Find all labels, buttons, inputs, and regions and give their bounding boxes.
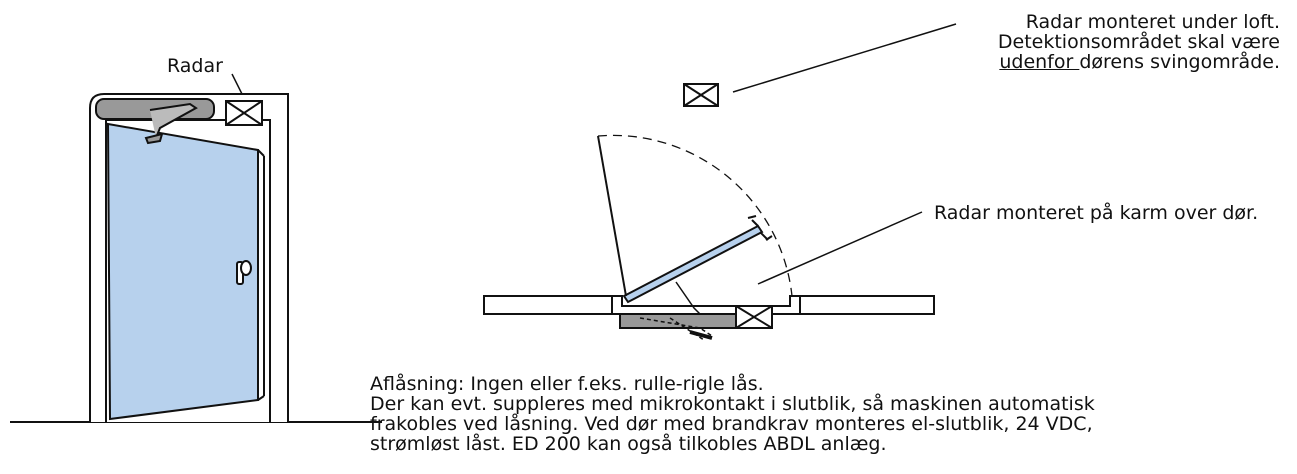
- frame-leader: [757, 211, 923, 285]
- ceiling-label-underlined: udenfor: [999, 51, 1080, 73]
- operator-arm: [149, 102, 198, 139]
- ceiling-label-line2: Detektionsområdet skal være: [997, 31, 1280, 53]
- frame-mount-label: Radar monteret på karm over dør.: [934, 202, 1259, 224]
- door-plan: [483, 23, 957, 341]
- wall-right: [799, 295, 935, 315]
- door-elevation: [10, 73, 382, 423]
- door-leaf: [106, 122, 259, 421]
- ceiling-label-line3: udenfor dørens svingområde.: [960, 52, 1280, 72]
- ceiling-mount-label: Radar monteret under loft. Detektionsomr…: [960, 12, 1280, 72]
- door-leaf-plan: [622, 224, 764, 304]
- notes-line3: frakobles ved låsning. Ved dør med brand…: [370, 413, 1093, 435]
- operator-plan: [619, 313, 737, 329]
- notes-line1: Aflåsning: Ingen eller f.eks. rulle-rigl…: [370, 373, 764, 395]
- radar-label: Radar: [167, 55, 223, 77]
- radar-leader: [231, 73, 243, 95]
- wall-left: [483, 295, 613, 315]
- notes-line2: Der kan evt. suppleres med mikrokontakt …: [370, 393, 1095, 415]
- notes-block: Aflåsning: Ingen eller f.eks. rulle-rigl…: [370, 374, 1095, 454]
- ceiling-leader: [732, 23, 957, 93]
- swing-arc: [597, 134, 793, 297]
- ceiling-label-line1: Radar monteret under loft.: [1025, 11, 1280, 33]
- notes-line4: strømløst låst. ED 200 kan også tilkoble…: [370, 433, 887, 455]
- ceiling-label-rest: dørens svingområde.: [1079, 51, 1280, 73]
